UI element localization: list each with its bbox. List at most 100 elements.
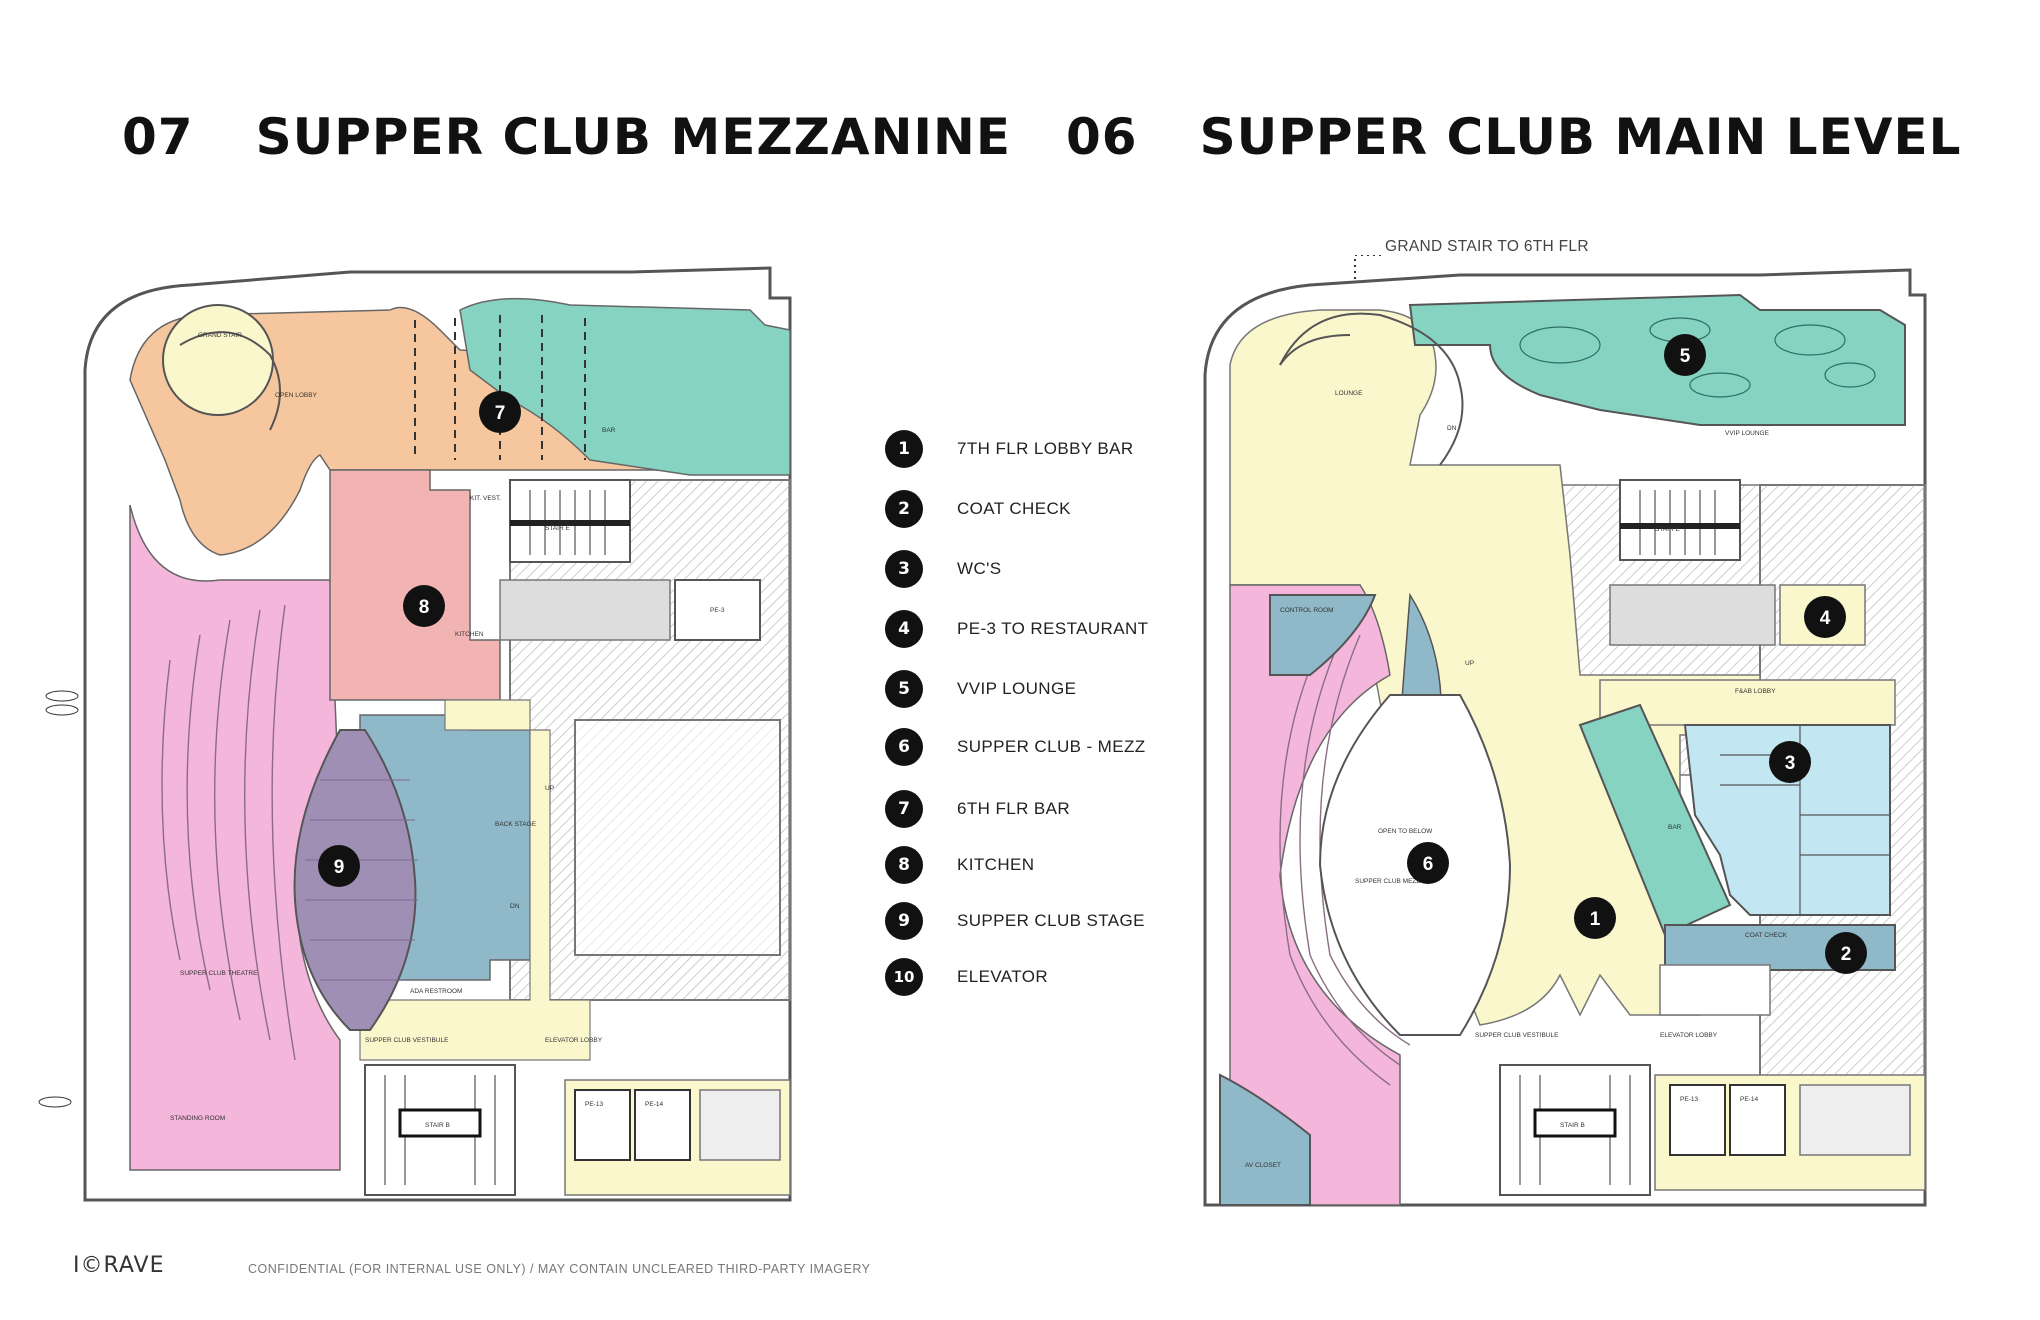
legend-number: 10 bbox=[885, 958, 923, 996]
main-av-closet bbox=[1219, 1073, 1311, 1206]
legend-label: 7TH FLR LOBBY BAR bbox=[957, 439, 1134, 458]
legend-label: ELEVATOR bbox=[957, 967, 1049, 986]
main-bar bbox=[1578, 703, 1732, 937]
grand-stair-callout: GRAND STAIR TO 6TH FLR bbox=[1385, 238, 1589, 255]
main-label-stair-b: STAIR B bbox=[1560, 1122, 1585, 1129]
legend-label: WC'S bbox=[957, 559, 1002, 578]
mezz-label-kitchen: KITCHEN bbox=[455, 631, 484, 638]
mezz-label-open-lobby: OPEN LOBBY bbox=[275, 392, 318, 399]
legend-item-6: 6 SUPPER CLUB - MEZZ bbox=[885, 728, 1146, 766]
legend-item-4: 4 PE-3 TO RESTAURANT bbox=[885, 610, 1148, 648]
main-label-stair-e: STAIR E bbox=[1655, 526, 1680, 533]
main-label-lounge: LOUNGE bbox=[1335, 390, 1363, 397]
left-plan-number: 07 bbox=[122, 108, 194, 166]
main-label-supper-club-vestibule: SUPPER CLUB VESTIBULE bbox=[1475, 1032, 1559, 1039]
legend-item-7: 7 6TH FLR BAR bbox=[885, 790, 1070, 828]
main-label-control-room: CONTROL ROOM bbox=[1280, 607, 1334, 614]
mezz-label-pe14: PE-14 bbox=[645, 1101, 663, 1108]
legend-label: SUPPER CLUB STAGE bbox=[957, 911, 1145, 930]
mezz-label-grand-stair: GRAND STAIR bbox=[198, 332, 242, 339]
main-marker-3-label: 3 bbox=[1785, 753, 1796, 774]
legend-number: 8 bbox=[885, 846, 923, 884]
legend-label: SUPPER CLUB - MEZZ bbox=[957, 737, 1146, 756]
mezz-supper-club-stage bbox=[293, 729, 417, 1031]
legend-number: 2 bbox=[885, 490, 923, 528]
mezz-marker-9: 9 bbox=[318, 845, 360, 887]
legend-item-2: 2 COAT CHECK bbox=[885, 490, 1071, 528]
main-wcs bbox=[1683, 724, 1891, 916]
mezz-teal-bar bbox=[459, 297, 791, 476]
main-label-elevator-lobby: ELEVATOR LOBBY bbox=[1660, 1032, 1718, 1039]
main-label-bar: BAR bbox=[1668, 824, 1682, 831]
legend-number: 9 bbox=[885, 902, 923, 940]
main-label-fb-lobby: F&AB LOBBY bbox=[1735, 688, 1776, 695]
mezz-label-standing-room: STANDING ROOM bbox=[170, 1115, 225, 1122]
legend-label: VVIP LOUNGE bbox=[957, 679, 1077, 698]
main-marker-1-label: 1 bbox=[1590, 909, 1601, 930]
main-marker-5-label: 5 bbox=[1680, 346, 1691, 367]
legend-item-1: 1 7TH FLR LOBBY BAR bbox=[885, 430, 1134, 468]
icrave-logo: I©RAVE bbox=[73, 1253, 165, 1278]
mezz-grand-stair bbox=[162, 304, 274, 416]
mezz-label-theatre: SUPPER CLUB THEATRE bbox=[180, 970, 258, 977]
legend-number: 5 bbox=[885, 670, 923, 708]
main-control-room bbox=[1269, 594, 1377, 676]
legend-label: 6TH FLR BAR bbox=[957, 799, 1071, 818]
legend-label: COAT CHECK bbox=[957, 499, 1071, 518]
main-level-floor-plan: LOUNGE CONTROL ROOM STAIR E F&AB LOBBY B… bbox=[1203, 255, 1927, 1207]
mezz-label-stair-e: STAIR E bbox=[545, 525, 570, 532]
mezz-label-ada-restroom: ADA RESTROOM bbox=[410, 988, 462, 995]
legend-number: 6 bbox=[885, 728, 923, 766]
mezz-label-stair-b: STAIR B bbox=[425, 1122, 450, 1129]
left-plan-title: 07 SUPPER CLUB MEZZANINE bbox=[122, 108, 1011, 166]
main-label-pe14: PE-14 bbox=[1740, 1096, 1758, 1103]
main-vvip-lounge bbox=[1408, 293, 1906, 426]
legend-item-9: 9 SUPPER CLUB STAGE bbox=[885, 902, 1145, 940]
mezz-label-dn: DN bbox=[510, 903, 520, 910]
mezz-marker-9-label: 9 bbox=[334, 857, 345, 878]
main-marker-1: 1 bbox=[1574, 897, 1616, 939]
main-stair-b bbox=[1499, 1064, 1651, 1196]
mezz-label-bar: BAR bbox=[602, 427, 616, 434]
main-marker-4-label: 4 bbox=[1820, 608, 1831, 629]
main-label-vvip-lounge: VVIP LOUNGE bbox=[1725, 430, 1770, 437]
mezz-elevator-pe3 bbox=[674, 579, 761, 641]
main-label-pe13: PE-13 bbox=[1680, 1096, 1698, 1103]
mezz-kitchen bbox=[329, 469, 501, 701]
mezzanine-floor-plan: GRAND STAIR OPEN LOBBY BAR KIT. VEST. KI… bbox=[38, 266, 792, 1202]
mezz-label-supper-club-vestibule: SUPPER CLUB VESTIBULE bbox=[365, 1037, 449, 1044]
legend-label: PE-3 TO RESTAURANT bbox=[957, 619, 1149, 638]
mezz-stair-b bbox=[364, 1064, 516, 1196]
mezz-marker-8: 8 bbox=[403, 585, 445, 627]
main-label-open-to-below: OPEN TO BELOW bbox=[1378, 828, 1433, 835]
left-plan-name: SUPPER CLUB MEZZANINE bbox=[255, 108, 1012, 166]
legend-item-5: 5 VVIP LOUNGE bbox=[885, 670, 1076, 708]
main-marker-4: 4 bbox=[1804, 596, 1846, 638]
legend-item-8: 8 KITCHEN bbox=[885, 846, 1034, 884]
right-plan-name: SUPPER CLUB MAIN LEVEL bbox=[1199, 108, 1962, 166]
right-plan-number: 06 bbox=[1066, 108, 1138, 166]
main-theatre bbox=[1229, 584, 1401, 1206]
right-plan-title: 06 SUPPER CLUB MAIN LEVEL bbox=[1066, 108, 1962, 166]
legend-number: 4 bbox=[885, 610, 923, 648]
main-marker-6-label: 6 bbox=[1423, 854, 1434, 875]
mezz-label-up: UP bbox=[545, 785, 554, 792]
mezz-marker-7-label: 7 bbox=[495, 403, 506, 424]
mezz-marker-7: 7 bbox=[479, 391, 521, 433]
mezz-marker-8-label: 8 bbox=[419, 597, 430, 618]
confidential-notice: CONFIDENTIAL (FOR INTERNAL USE ONLY) / M… bbox=[248, 1262, 871, 1276]
mezz-label-pe13: PE-13 bbox=[585, 1101, 603, 1108]
legend-number: 7 bbox=[885, 790, 923, 828]
main-label-av-closet: AV CLOSET bbox=[1245, 1162, 1281, 1169]
main-marker-5: 5 bbox=[1664, 334, 1706, 376]
main-marker-3: 3 bbox=[1769, 741, 1811, 783]
mezz-label-kit-vest: KIT. VEST. bbox=[470, 495, 501, 502]
legend-label: KITCHEN bbox=[957, 855, 1035, 874]
main-label-dn: DN bbox=[1447, 425, 1457, 432]
main-marker-6: 6 bbox=[1407, 842, 1449, 884]
mezz-corridor bbox=[359, 699, 591, 1061]
main-lounge bbox=[1229, 309, 1761, 1028]
main-label-coat-check: COAT CHECK bbox=[1745, 932, 1788, 939]
legend-number: 1 bbox=[885, 430, 923, 468]
